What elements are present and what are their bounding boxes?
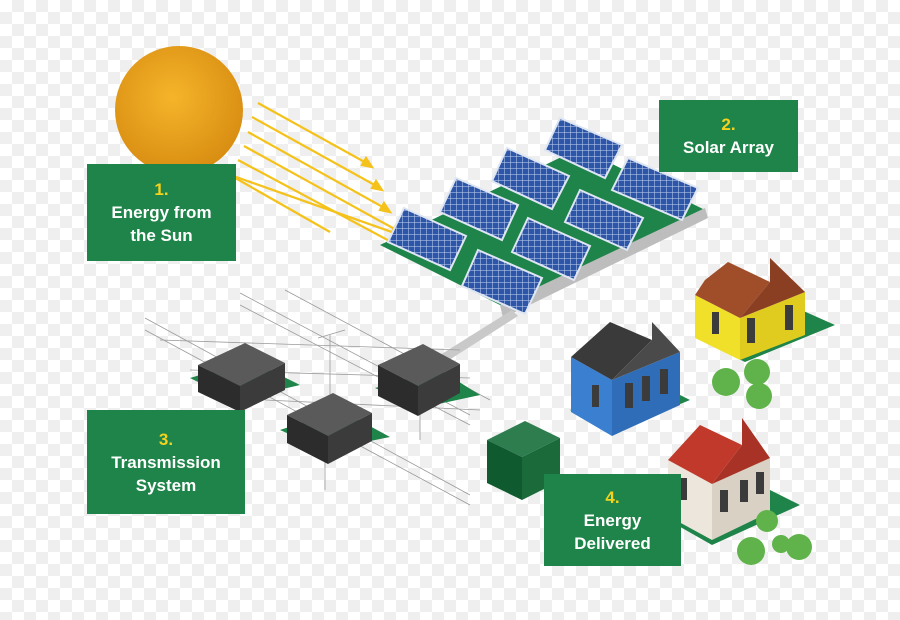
- transformers: [190, 343, 480, 464]
- transmission-pipe: [440, 310, 518, 362]
- solar-panel-icon: [386, 206, 468, 272]
- house-icon: [695, 258, 835, 362]
- step-text-line2: Delivered: [574, 533, 651, 553]
- house-icon: [668, 418, 800, 545]
- sun-icon: [115, 46, 243, 174]
- step-label-energy-from-sun: 1. Energy from the Sun: [87, 164, 236, 261]
- step-label-transmission-system: 3. Transmission System: [87, 410, 245, 514]
- step-number: 3.: [158, 429, 174, 449]
- step-text-line1: Energy: [583, 510, 642, 530]
- transformer-icon: [190, 343, 300, 412]
- step-text-line1: Energy from: [111, 203, 212, 222]
- solar-panel-icon: [460, 248, 544, 316]
- tree-icon: [772, 535, 790, 553]
- step-label-solar-array: 2. Solar Array: [659, 100, 798, 172]
- solar-panels: [386, 116, 700, 316]
- tree-icon: [786, 534, 812, 560]
- solar-panel-icon: [510, 216, 592, 282]
- transformer-icon: [280, 393, 390, 464]
- tree-icon: [737, 537, 765, 565]
- substation-box: [487, 421, 560, 500]
- step-number: 2.: [721, 115, 736, 134]
- house-icon: [570, 322, 690, 436]
- tree-icon: [756, 510, 778, 532]
- houses: [570, 258, 835, 545]
- solar-panel-icon: [438, 176, 520, 242]
- tree-icon: [712, 368, 740, 396]
- solar-panel-icon: [563, 188, 645, 252]
- step-number: 4.: [605, 487, 620, 507]
- step-label-energy-delivered: 4. Energy Delivered: [544, 474, 681, 566]
- tree-icon: [744, 359, 770, 385]
- transformer-icon: [375, 344, 480, 416]
- solar-panel-icon: [543, 116, 624, 180]
- step-number: 1.: [154, 180, 169, 199]
- solar-panel-icon: [490, 146, 571, 211]
- tree-icon: [746, 383, 772, 409]
- step-text-line2: the Sun: [130, 226, 193, 245]
- solar-panel-icon: [610, 156, 700, 222]
- trees: [659, 359, 812, 565]
- step-text-line2: System: [135, 475, 197, 495]
- step-text-line1: Transmission: [111, 452, 221, 472]
- step-text-line1: Solar Array: [682, 138, 775, 157]
